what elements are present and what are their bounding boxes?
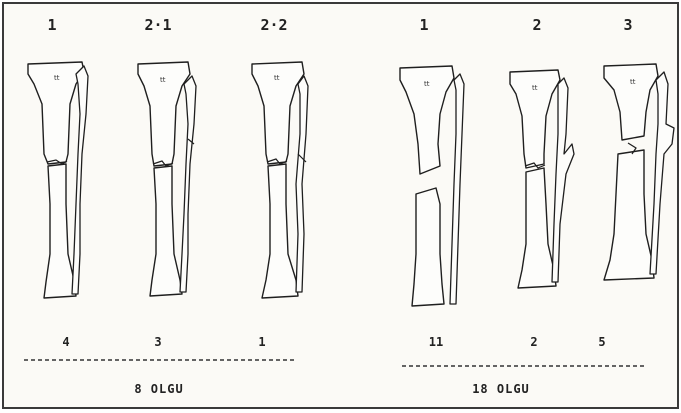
left-type-2-1-count: 3 <box>154 335 161 349</box>
left-1-tibia-fibula-drawing: tt <box>28 62 88 298</box>
svg-text:tt: tt <box>54 74 60 82</box>
fracture-classification-figure: 1 2·1 2·2 1 2 3 tt tt tt <box>2 2 679 409</box>
svg-text:tt: tt <box>274 74 280 82</box>
right-group-total-label: 18 OLGU <box>472 382 530 396</box>
left-type-1-count: 4 <box>62 335 69 349</box>
tibia-fibula-drawings: tt tt tt tt <box>4 4 679 409</box>
right-type-3-count: 5 <box>598 335 605 349</box>
left-group-total-label: 8 OLGU <box>134 382 183 396</box>
left-2-1-tibia-fibula-drawing: tt <box>138 62 196 296</box>
right-1-tibia-fibula-drawing: tt <box>400 66 464 306</box>
left-type-2-2-count: 1 <box>258 335 265 349</box>
svg-text:tt: tt <box>424 80 430 88</box>
right-2-tibia-fibula-drawing: tt <box>510 70 574 288</box>
left-2-2-tibia-fibula-drawing: tt <box>252 62 308 298</box>
svg-text:tt: tt <box>630 78 636 86</box>
right-type-1-count: 11 <box>429 335 443 349</box>
right-type-2-count: 2 <box>530 335 537 349</box>
right-3-tibia-fibula-drawing: tt <box>604 64 674 280</box>
svg-text:tt: tt <box>532 84 538 92</box>
svg-text:tt: tt <box>160 76 166 84</box>
